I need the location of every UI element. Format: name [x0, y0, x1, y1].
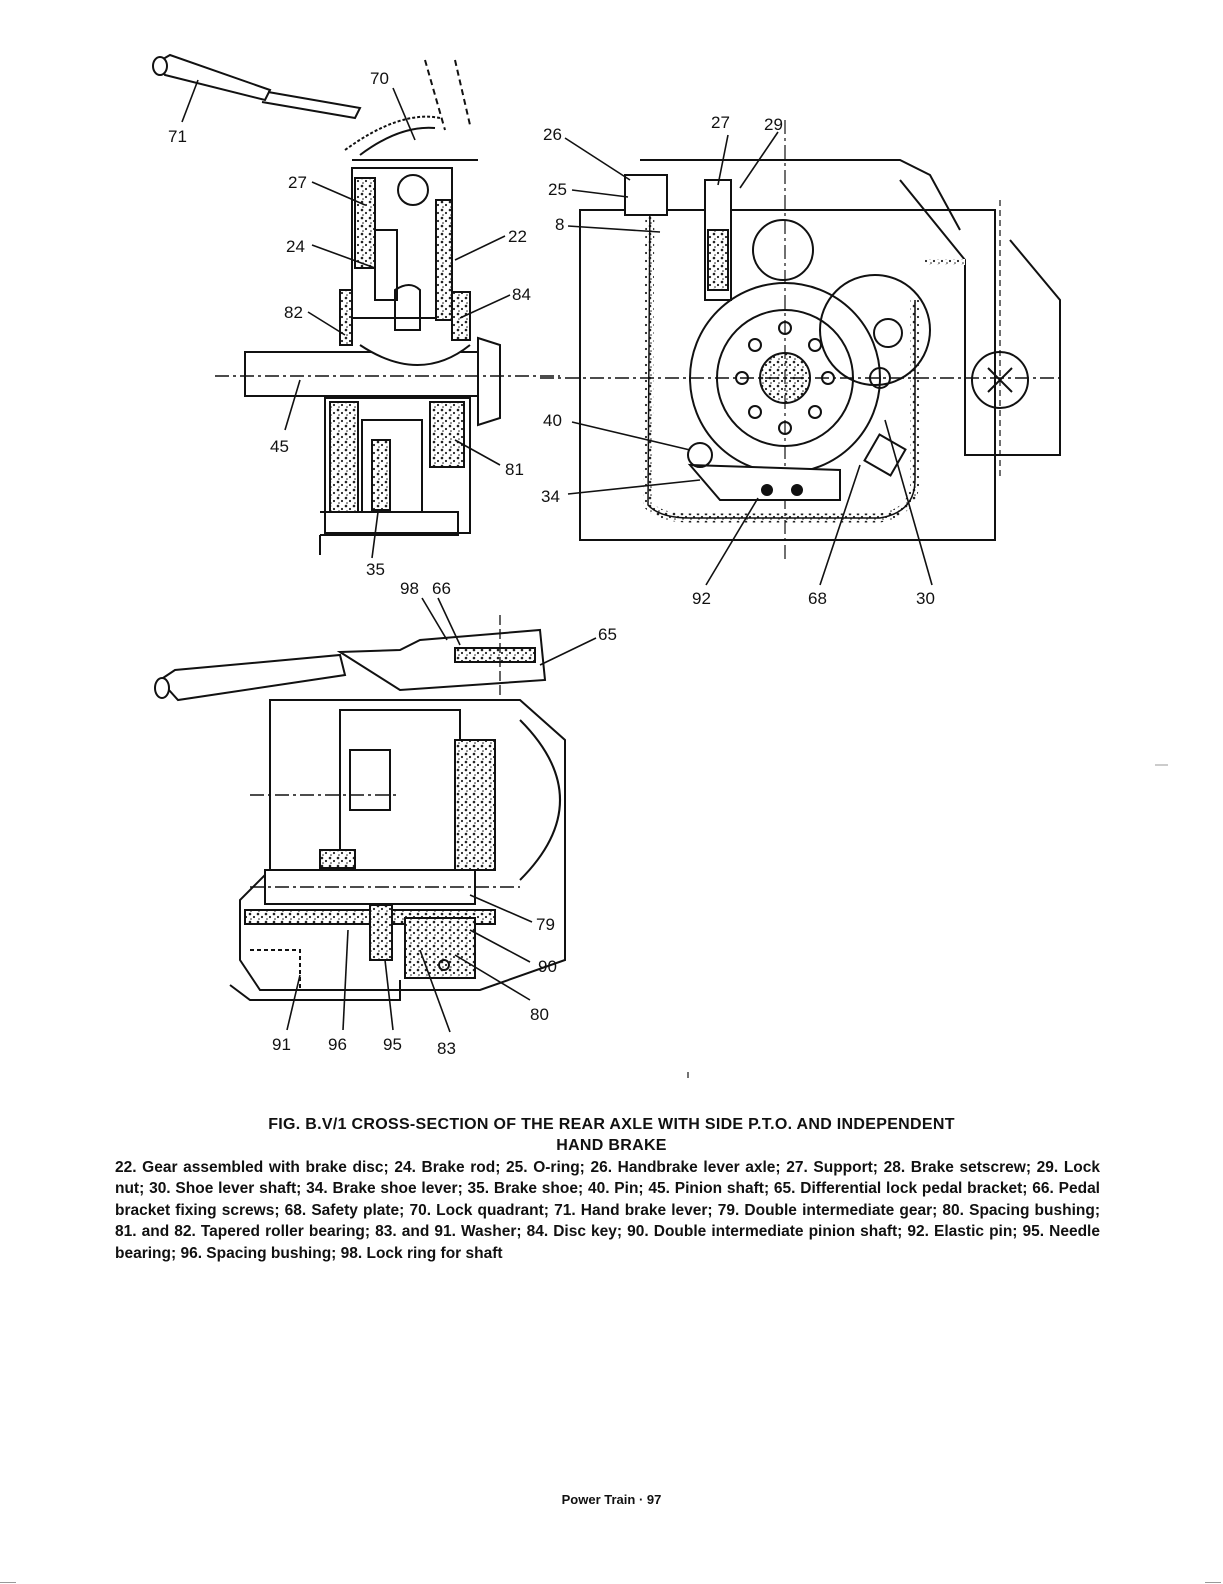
page-edge-mark-right	[1205, 1582, 1221, 1583]
figure-caption-line-1: FIG. B.V/1 CROSS-SECTION OF THE REAR AXL…	[268, 1116, 955, 1133]
callout-84: 84	[512, 285, 531, 304]
view-differential-lock-section	[154, 615, 566, 1001]
callout-30: 30	[916, 589, 935, 608]
callout-26: 26	[543, 125, 562, 144]
figure-caption: FIG. B.V/1 CROSS-SECTION OF THE REAR AXL…	[110, 1114, 1113, 1156]
callout-82: 82	[284, 303, 303, 322]
view2-leader-lines	[564, 131, 933, 586]
callout-80: 80	[530, 1005, 549, 1024]
view-hand-brake-section	[152, 53, 560, 555]
callout-66: 66	[432, 579, 451, 598]
callout-35: 35	[366, 560, 385, 579]
page-footer: Power Train · 97	[561, 1492, 662, 1507]
callout-79: 79	[536, 915, 555, 934]
figure-caption-line-2: HAND BRAKE	[556, 1137, 667, 1154]
callout-65: 65	[598, 625, 617, 644]
callout-70: 70	[370, 69, 389, 88]
rear-axle-cross-section-figure: 70 71 27 24 22 84 82 45 81 35 26 27 29 2…	[152, 53, 1168, 1078]
callout-71: 71	[168, 127, 187, 146]
callout-91: 91	[272, 1035, 291, 1054]
callout-22: 22	[508, 227, 527, 246]
callout-81: 81	[505, 460, 524, 479]
callout-83: 83	[437, 1039, 456, 1058]
parts-legend: 22. Gear assembled with brake disc; 24. …	[115, 1159, 1100, 1262]
callout-96: 96	[328, 1035, 347, 1054]
callout-labels: 70 71 27 24 22 84 82 45 81 35 26 27 29 2…	[168, 69, 935, 1058]
view-brake-shoe-section	[540, 120, 1065, 560]
callout-29: 29	[764, 115, 783, 134]
view3-leader-lines	[286, 597, 597, 1033]
callout-98: 98	[400, 579, 419, 598]
callout-95: 95	[383, 1035, 402, 1054]
callout-92: 92	[692, 589, 711, 608]
callout-27a: 27	[288, 173, 307, 192]
callout-34: 34	[541, 487, 560, 506]
callout-27b: 27	[711, 113, 730, 132]
callout-8: 8	[555, 215, 564, 234]
callout-68: 68	[808, 589, 827, 608]
callout-45: 45	[270, 437, 289, 456]
callout-90: 90	[538, 957, 557, 976]
callout-25: 25	[548, 180, 567, 199]
callout-40: 40	[543, 411, 562, 430]
callout-24: 24	[286, 237, 305, 256]
page-edge-mark-left	[0, 1582, 16, 1583]
view1-leader-lines	[181, 79, 511, 559]
